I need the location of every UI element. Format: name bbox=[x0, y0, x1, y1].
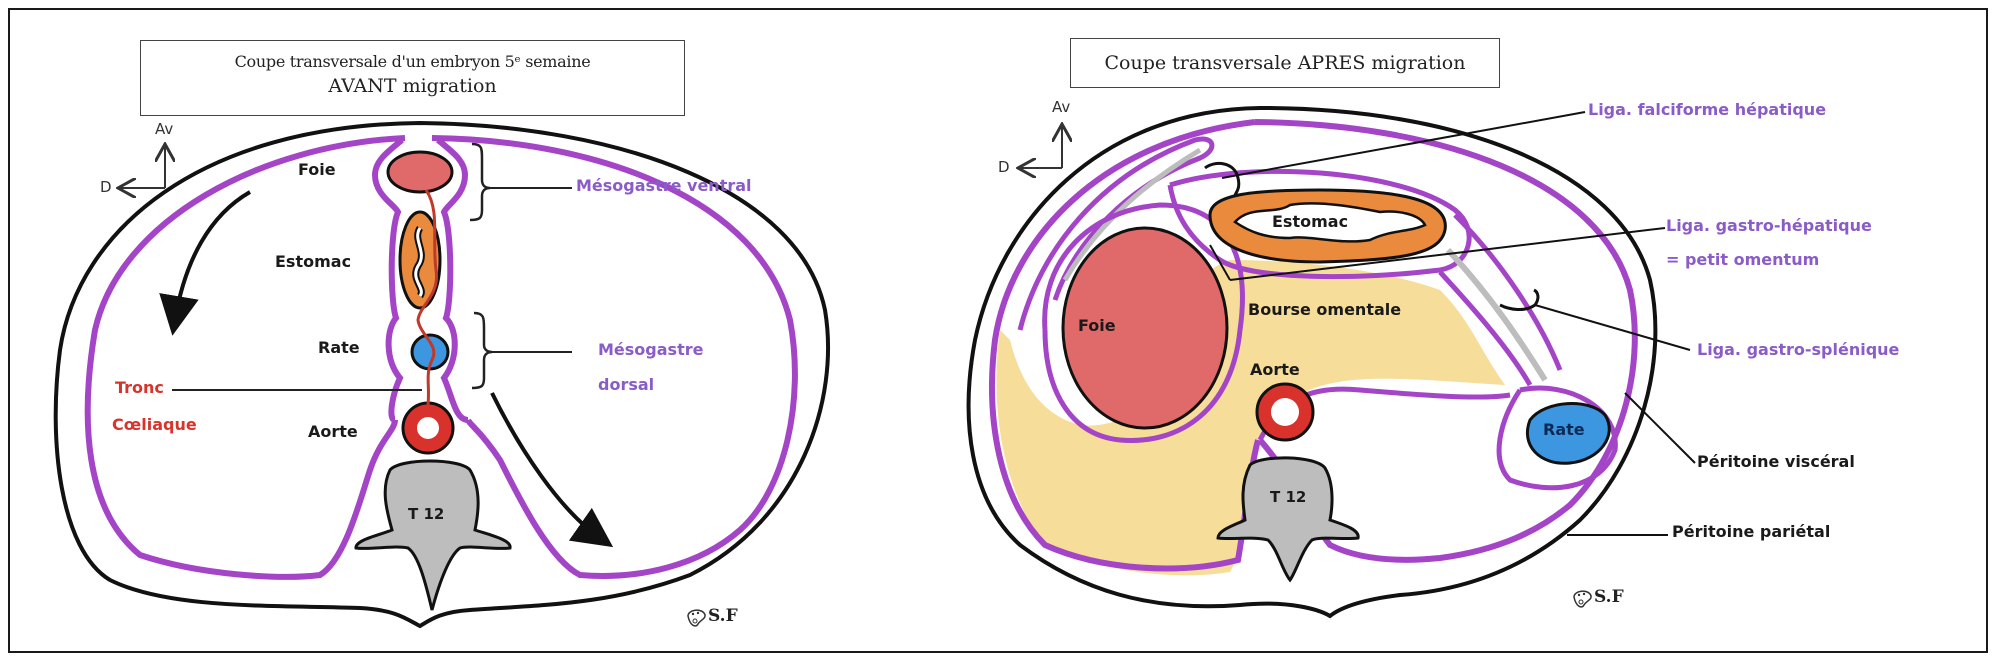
label-parietal-peritoneum: Péritoine pariétal bbox=[1672, 522, 1831, 541]
axis-label-anterior-apres: Av bbox=[1052, 98, 1071, 116]
parietal-peritoneum-right bbox=[431, 135, 798, 579]
label-vertebra: T 12 bbox=[408, 505, 445, 523]
axis-label-anterior: Av bbox=[155, 120, 174, 138]
liver-shape-apres bbox=[1061, 226, 1229, 430]
falciform-grey bbox=[1062, 147, 1202, 282]
title-avant-line2: AVANT migration bbox=[328, 75, 497, 97]
label-dorsal-mesogastrium-2: dorsal bbox=[598, 375, 655, 394]
label-ventral-mesogastrium: Mésogastre ventral bbox=[576, 176, 752, 195]
label-liver: Foie bbox=[298, 160, 336, 179]
gastrosplenic-peritoneum bbox=[1438, 213, 1563, 387]
body-wall-outline bbox=[53, 120, 830, 629]
gastrosplenic-grey bbox=[1445, 247, 1548, 382]
rotation-arrow-left bbox=[159, 190, 251, 336]
lesser-sac-fill bbox=[996, 260, 1505, 576]
label-stomach: Estomac bbox=[275, 252, 352, 271]
orientation-axes-left bbox=[120, 146, 165, 188]
label-liver-apres: Foie bbox=[1078, 316, 1116, 335]
palette-icon bbox=[687, 609, 706, 627]
leader-falciform bbox=[1221, 111, 1586, 179]
rotation-arrow-right bbox=[490, 392, 614, 548]
panel-apres bbox=[966, 105, 1696, 619]
label-falciform-ligament: Liga. falciforme hépatique bbox=[1588, 100, 1827, 119]
axis-label-right-apres: D bbox=[998, 158, 1010, 176]
label-celiac-trunk-1: Tronc bbox=[115, 378, 164, 397]
signature-avant: S.F bbox=[708, 606, 738, 626]
label-spleen: Rate bbox=[318, 338, 360, 357]
title-box-apres: Coupe transversale APRES migration bbox=[1070, 38, 1500, 88]
parietal-peritoneum-apres bbox=[989, 119, 1638, 572]
label-stomach-apres: Estomac bbox=[1272, 212, 1349, 231]
label-lesser-sac: Bourse omentale bbox=[1248, 300, 1402, 319]
celiac-trunk-vessel bbox=[416, 189, 438, 406]
label-aorta-apres: Aorte bbox=[1250, 360, 1300, 379]
parietal-peritoneum-left bbox=[84, 135, 406, 580]
stomach-lumen-apres bbox=[1233, 202, 1427, 243]
spleen-shape-apres bbox=[1525, 402, 1611, 465]
vertebra-shape-apres bbox=[1216, 456, 1360, 583]
label-gastrosplenic-ligament: Liga. gastro-splénique bbox=[1697, 340, 1900, 359]
label-visceral-peritoneum: Péritoine viscéral bbox=[1697, 452, 1855, 471]
label-gastrohepatic-ligament-1: Liga. gastro-hépatique bbox=[1666, 216, 1872, 235]
label-celiac-trunk-2: Cœliaque bbox=[112, 415, 197, 434]
label-dorsal-mesogastrium-1: Mésogastre bbox=[598, 340, 704, 359]
mesentery-envelope bbox=[371, 137, 469, 423]
leader-gastrohepatic-elbow bbox=[1209, 244, 1231, 281]
title-avant-line1: Coupe transversale d'un embryon 5ᵉ semai… bbox=[234, 52, 591, 71]
panel-avant bbox=[53, 120, 830, 629]
palette-icon-apres bbox=[1573, 590, 1592, 608]
falciform-hook bbox=[1204, 161, 1241, 196]
label-spleen-apres: Rate bbox=[1543, 420, 1585, 439]
liver-shape bbox=[386, 150, 454, 194]
spleen-peritoneum bbox=[1496, 385, 1618, 491]
signature-apres: S.F bbox=[1594, 587, 1624, 607]
liver-peritoneum bbox=[1042, 202, 1245, 443]
axis-label-right: D bbox=[100, 178, 112, 196]
leader-gastrohepatic bbox=[1229, 227, 1666, 281]
label-gastrohepatic-ligament-2: = petit omentum bbox=[1666, 250, 1820, 269]
title-box-avant: Coupe transversale d'un embryon 5ᵉ semai… bbox=[140, 40, 685, 116]
label-vertebra-apres: T 12 bbox=[1270, 488, 1307, 506]
stomach-peritoneum bbox=[1167, 168, 1472, 280]
vertebra-shape bbox=[354, 459, 512, 611]
leader-visceral bbox=[1624, 392, 1696, 464]
leader-gastrosplenic bbox=[1534, 304, 1691, 351]
label-aorta: Aorte bbox=[308, 422, 358, 441]
orientation-axes-right bbox=[1020, 126, 1062, 168]
